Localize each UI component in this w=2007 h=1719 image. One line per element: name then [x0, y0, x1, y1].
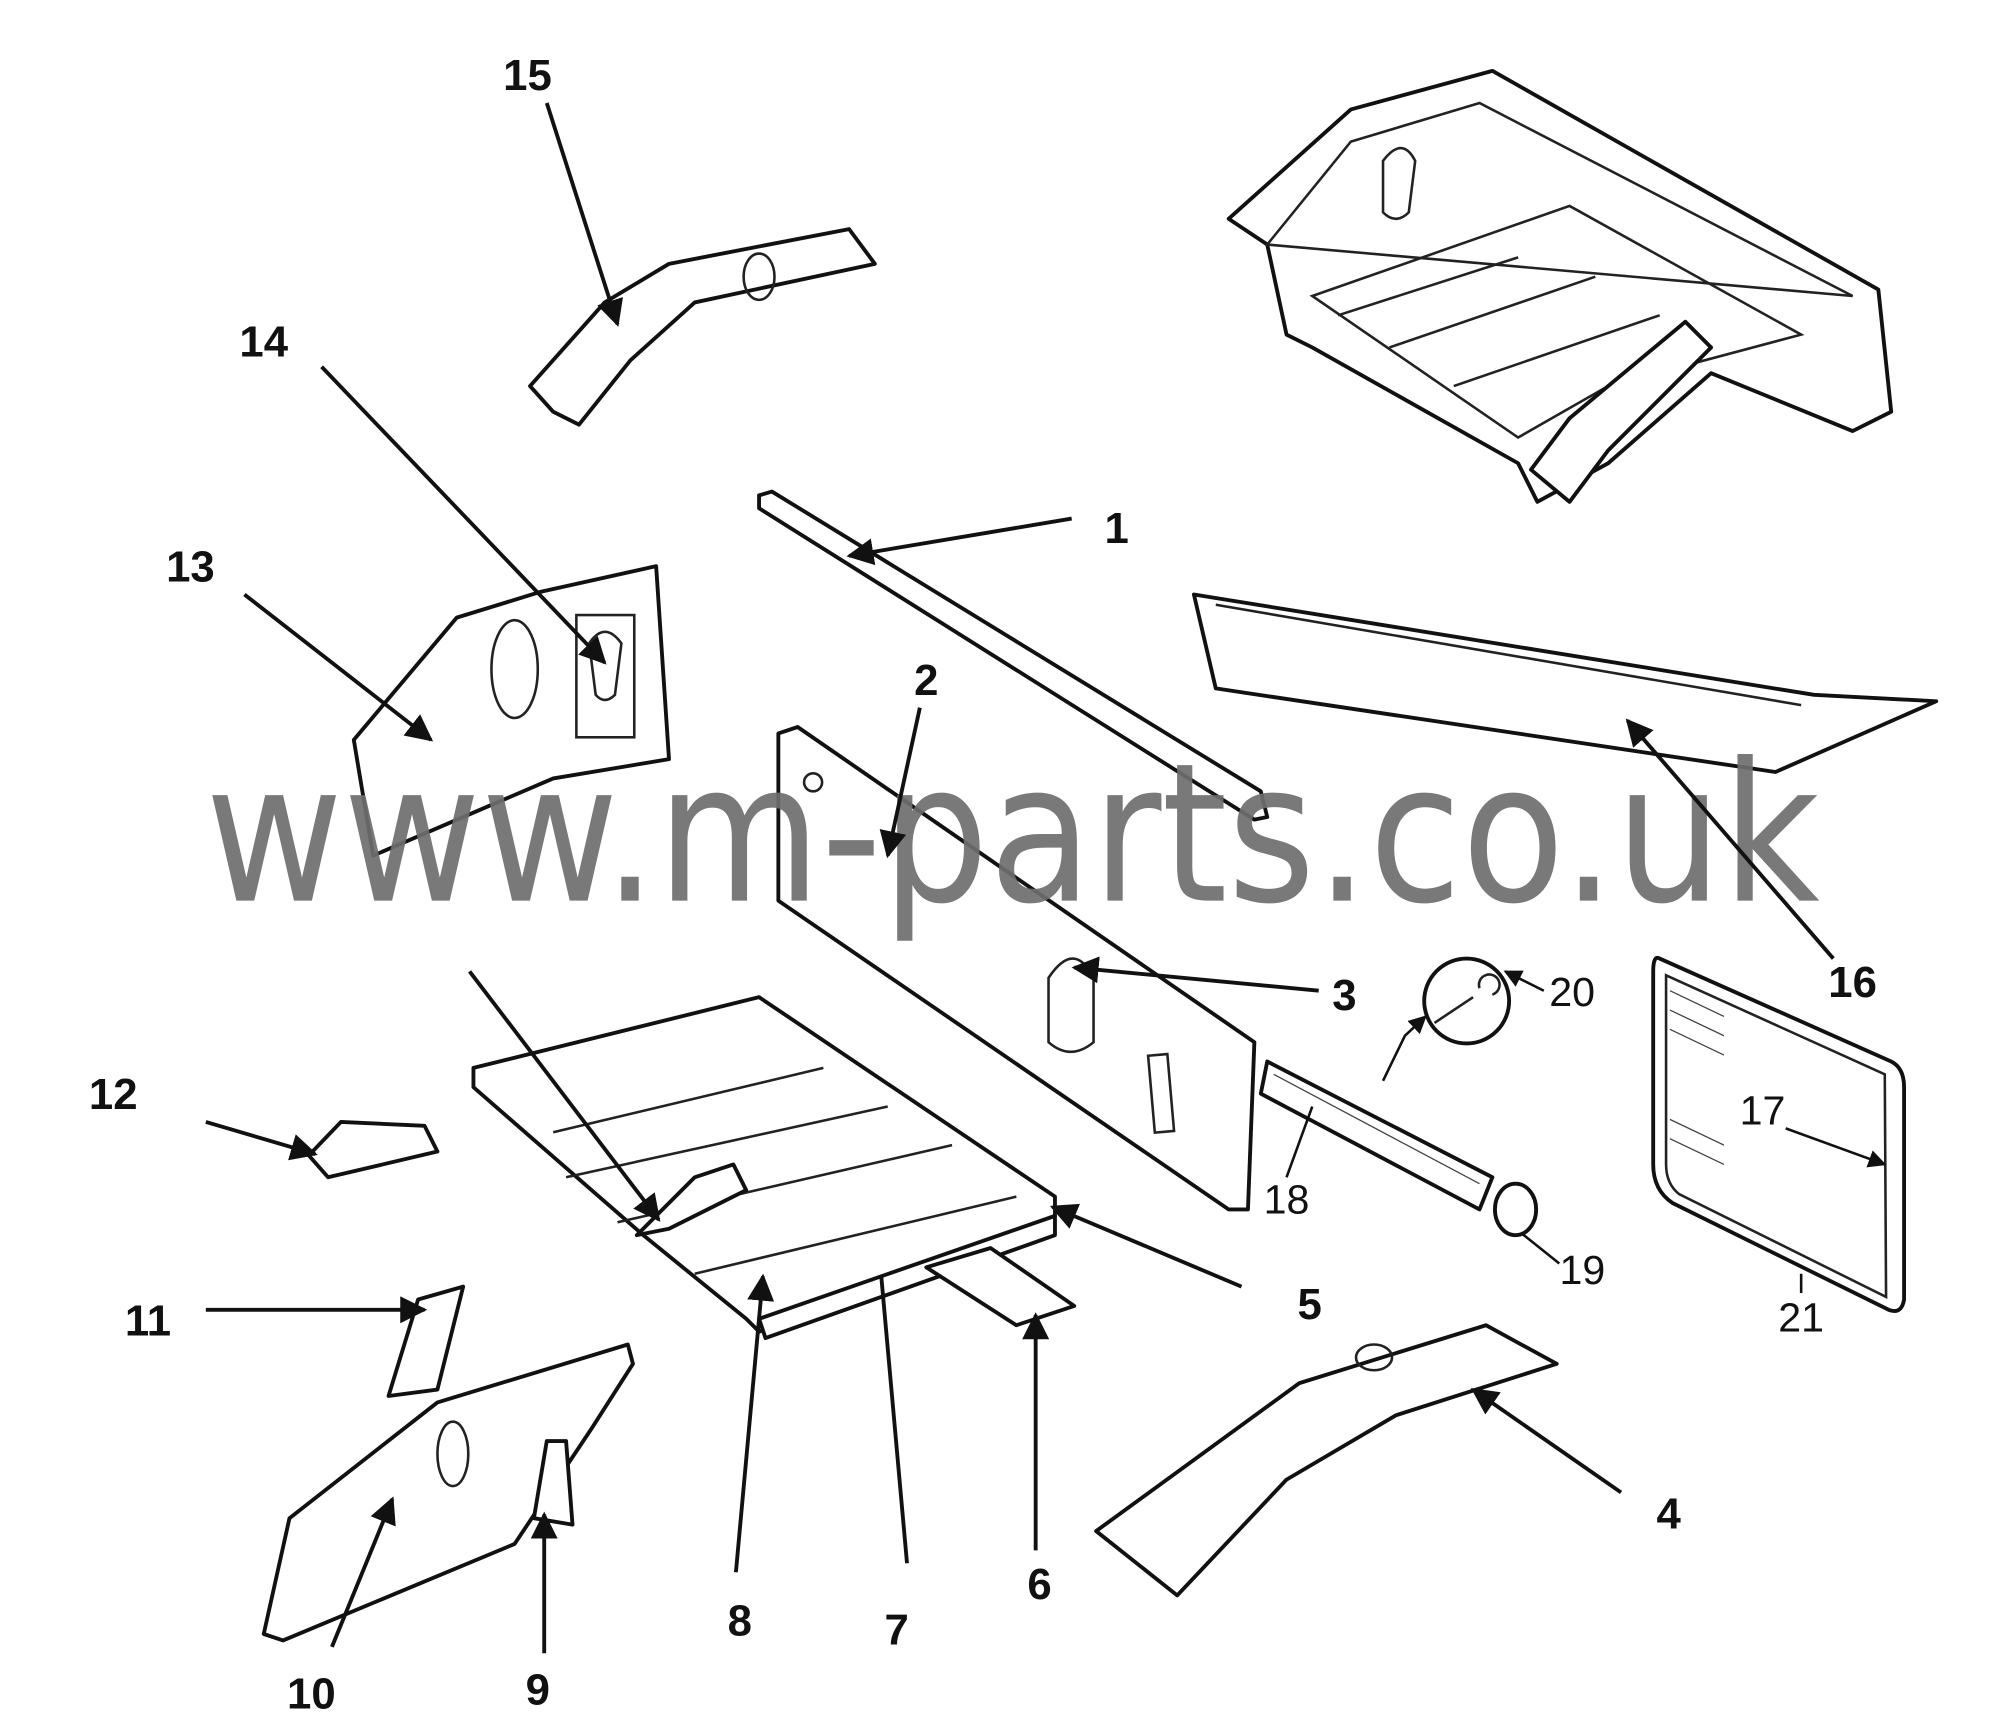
callout-label-4: 4	[1656, 1489, 1681, 1538]
callout-label-14: 14	[239, 317, 288, 366]
part-6-channel	[924, 1246, 1077, 1328]
leader-line-14	[320, 365, 607, 665]
callout-label-1: 1	[1105, 504, 1129, 553]
callout-label-9: 9	[526, 1666, 550, 1715]
part-19-plug	[1493, 1181, 1539, 1238]
callout-label-5: 5	[1298, 1280, 1322, 1329]
leader-line-10	[330, 1496, 396, 1648]
assembled-floor-illustration	[1226, 68, 1894, 504]
callout-label-2: 2	[914, 656, 938, 705]
callout-label-10: 10	[287, 1670, 336, 1719]
leader-line-15	[544, 102, 623, 327]
callout-label-11: 11	[125, 1297, 171, 1346]
leader-line-20	[1503, 970, 1545, 992]
part-4-bracket	[1094, 1323, 1559, 1598]
part-9-post	[531, 1439, 575, 1527]
part-1-strip	[757, 489, 1270, 822]
part-14-bracket	[575, 613, 636, 739]
part-15-bracket	[528, 227, 877, 427]
leader-line-4	[1470, 1387, 1623, 1495]
part-12-bracket	[306, 1120, 440, 1180]
callout-label-17: 17	[1740, 1088, 1786, 1134]
callout-label-8: 8	[728, 1596, 752, 1645]
leader-line-16	[1625, 718, 1835, 960]
callout-label-7: 7	[885, 1605, 909, 1654]
leader-line-12	[205, 1120, 318, 1161]
leader-line-19	[1519, 1231, 1561, 1265]
callout-label-18: 18	[1264, 1176, 1310, 1222]
part-16-rail	[1191, 592, 1939, 774]
callout-label-3: 3	[1332, 971, 1356, 1020]
leader-line-18	[1285, 1106, 1314, 1178]
leader-line-unlabeled	[468, 970, 661, 1222]
leader-line-2	[879, 707, 922, 859]
part-10-side-panel	[261, 1342, 635, 1643]
leader-line-8	[733, 1273, 775, 1573]
leader-line-3	[1071, 956, 1319, 993]
leader-line-13	[243, 592, 434, 742]
leader-line-7	[879, 1276, 909, 1564]
callout-label-12: 12	[89, 1070, 138, 1119]
callout-label-15: 15	[503, 51, 552, 100]
callout-label-16: 16	[1828, 958, 1877, 1007]
part-11-bracket	[386, 1284, 466, 1398]
callout-label-13: 13	[166, 543, 215, 592]
leader-line-17	[1785, 1127, 1887, 1168]
callout-label-20: 20	[1549, 969, 1595, 1015]
watermark-text: www.m-parts.co.uk	[205, 722, 1820, 947]
callout-label-21: 21	[1778, 1295, 1824, 1341]
callout-label-19: 19	[1560, 1247, 1606, 1293]
callout-label-6: 6	[1027, 1560, 1051, 1609]
leader-line-5	[1049, 1203, 1243, 1289]
leader-lines	[205, 102, 1887, 1654]
part-7-crossmember	[757, 1213, 1057, 1341]
leader-line-1	[846, 516, 1073, 566]
part-3-mount	[634, 1162, 749, 1238]
part-21-cover-plate	[1651, 955, 1907, 1313]
